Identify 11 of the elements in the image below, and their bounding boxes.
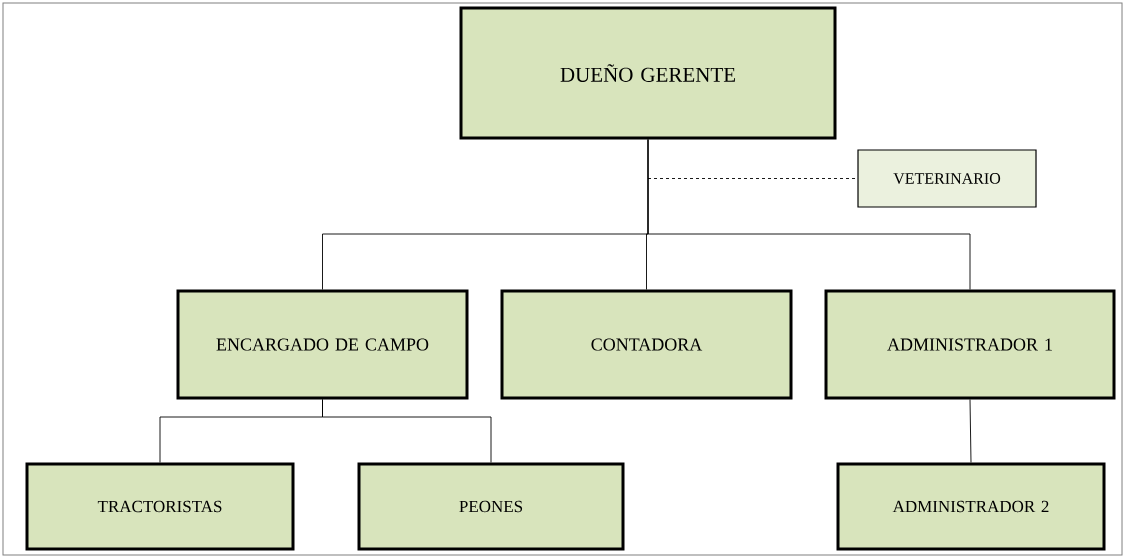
role-box: TRACTORISTAS [25, 462, 295, 551]
role-box: ENCARGADO DE CAMPO [176, 289, 469, 400]
connector-line [647, 139, 971, 290]
connector-line [969, 399, 972, 463]
role-box: ADMINISTRADOR 2 [836, 462, 1106, 551]
connector-line [322, 399, 492, 463]
role-box: ADMINISTRADOR 1 [824, 289, 1116, 400]
role-box: CONTADORA [500, 289, 793, 400]
role-box: VETERINARIO [857, 149, 1037, 208]
role-box: PEONES [357, 462, 625, 551]
role-box: DUEÑO GERENTE [459, 6, 837, 140]
